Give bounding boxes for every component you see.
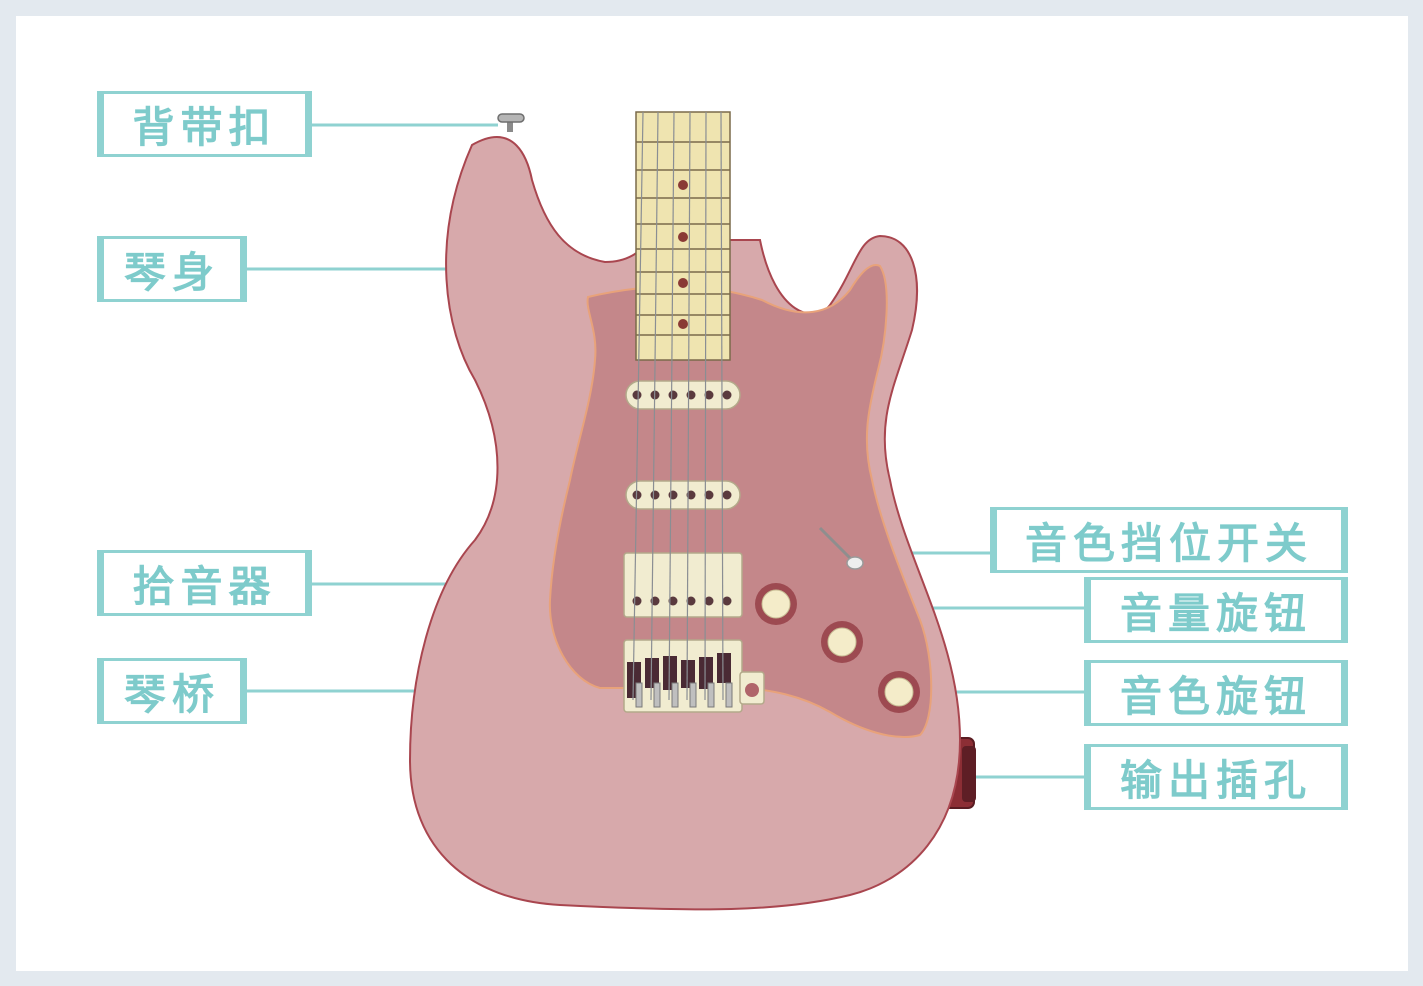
neck-pickup (625, 380, 741, 410)
label-body: 琴身 (97, 236, 247, 302)
strings (632, 111, 724, 701)
label-output-jack: 输出插孔 (1084, 744, 1348, 810)
selector-switch (818, 526, 864, 570)
label-tone-knob: 音色旋钮 (1084, 660, 1348, 726)
bridge-humbucker (623, 552, 743, 618)
label-strap-button: 背带扣 (97, 91, 312, 157)
volume-knob (755, 583, 797, 625)
fret-markers (678, 180, 688, 329)
label-pickup: 拾音器 (97, 550, 312, 616)
label-volume-knob: 音量旋钮 (1084, 577, 1348, 643)
label-bridge: 琴桥 (97, 658, 247, 724)
tone-knob-1 (821, 621, 863, 663)
fretboard (635, 111, 731, 361)
bridge (623, 639, 765, 713)
strap-button (497, 113, 525, 132)
label-selector-switch: 音色挡位开关 (990, 507, 1348, 573)
middle-pickup (625, 480, 741, 510)
tone-knob-2 (878, 671, 920, 713)
